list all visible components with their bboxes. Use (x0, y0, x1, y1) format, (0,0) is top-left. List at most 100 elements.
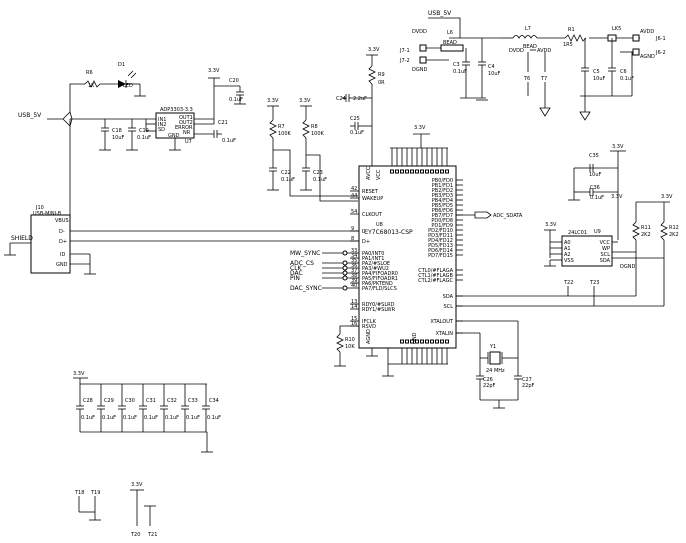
signal-label: MW_SYNC (290, 250, 320, 257)
net-3v3-decoup: 3.3V (73, 371, 85, 377)
bottom-testpoints: T18 T19 3.3V T20 T21 (74, 482, 157, 538)
cap-value: 0.1uF (186, 415, 200, 421)
u8-pin-name: RDY0/#SLRD (362, 302, 395, 308)
net-dvdd: DVDD (412, 29, 427, 35)
j7-1-pin (419, 44, 427, 52)
cap-ref: C28 (83, 398, 93, 404)
signal-label: PIN (290, 275, 300, 282)
pin-pad (435, 339, 439, 344)
j7-1-label: J7-1 (399, 48, 410, 54)
cap-ref: C33 (188, 398, 198, 404)
cap-ref: C30 (125, 398, 135, 404)
r11-ref: R11 (641, 225, 651, 231)
j10-pin-gnd: GND (56, 262, 68, 268)
u8-pin-name: PB3/FD3 (432, 193, 453, 199)
net-3v3-tp: 3.3V (131, 482, 143, 488)
l7-value: BEAD (523, 44, 537, 50)
net-3v3-r8: 3.3V (299, 98, 311, 104)
r7-ref: R7 (278, 124, 285, 130)
net-shield: SHIELD (11, 235, 33, 242)
u8-pin-name: PD0/FD8 (431, 218, 453, 224)
cap-value: 0.1uF (81, 415, 95, 421)
u8-pin-name: XTALOUT (430, 319, 454, 325)
signal-port (342, 275, 348, 281)
pin-pad (405, 169, 409, 174)
pin-pad (420, 339, 424, 344)
u8-pin-name: PD4/FD12 (428, 238, 453, 244)
u8-pin-name: WAKEUP (362, 196, 383, 202)
signal-port (342, 265, 348, 271)
c26-value: 22pF (483, 383, 496, 389)
u9-body (561, 235, 613, 267)
agnd-symbol-2 (579, 111, 591, 121)
c35-ref: C35 (589, 153, 599, 159)
u8-gnd-pins (400, 339, 449, 364)
u8-pin-name: PB1/FD1 (432, 183, 453, 189)
pin-pad (415, 169, 419, 174)
u8-pin-name: XTALIN (436, 331, 454, 337)
net-avdd-mid: AVDD (537, 48, 551, 54)
signal-label: ADC_CS (290, 260, 314, 267)
d1-led (118, 80, 126, 88)
c20-ref: C20 (229, 78, 239, 84)
c27-ref: C27 (522, 377, 532, 383)
cap-value: 0.1uF (123, 415, 137, 421)
u8-pin-name: PA1/INT1 (362, 256, 384, 262)
usb-connector: J10 USB-MINI-B VBUS D- D+ ID GND SHIELD (4, 205, 358, 275)
c36-ref: C36 (590, 185, 600, 191)
r12-resistor (660, 221, 668, 241)
u7-body (155, 112, 195, 139)
u8-body (358, 165, 457, 349)
power-input-section: USB_5V DVDD J7-1 J7-2 DGND L6 BEAD C3 0.… (399, 10, 666, 121)
c22-ref: C22 (281, 170, 291, 176)
signal-port (342, 285, 348, 291)
u7-pin-sd: SD (158, 127, 165, 133)
u8-pin-num: 54 (351, 209, 357, 215)
crystal-section: Y1 24 MHz C26 22pF C27 22pF (456, 320, 535, 409)
u8-pin-num: 34 (351, 253, 357, 259)
cap-value: 0.1uF (144, 415, 158, 421)
u8-pin-avcc: AVCC (366, 166, 372, 180)
u9-pin-name: VCC (600, 240, 611, 246)
u7-pin-nr: NR (183, 130, 191, 136)
r9-resistor (368, 65, 376, 85)
pin-pad (430, 339, 434, 344)
c6-ref: C6 (620, 69, 627, 75)
pin-pad (400, 169, 404, 174)
u8-pin-num: 42 (351, 186, 357, 192)
u9-pin-name: A0 (564, 240, 571, 246)
cap-ref: C31 (146, 398, 156, 404)
u9-part: 24LC01 (568, 230, 587, 236)
u8-pin-name: CLKOUT (362, 212, 383, 218)
u8-pin-agnd: AGND (366, 329, 372, 344)
u8-pin-name: SCL (444, 304, 454, 310)
u9-pin-name: A1 (564, 246, 571, 252)
agnd-symbol (539, 107, 551, 117)
y1-value: 24 MHz (486, 368, 505, 374)
eeprom-section: 3.3V C35 10uF C36 0.1uF 3.3V 24LC01 U9 A… (456, 144, 679, 307)
net-usb-5v-left: USB_5V (18, 112, 42, 119)
pin-pad (425, 169, 429, 174)
u8-pin-name: PA3/#WU2 (362, 266, 389, 272)
j10-body (30, 214, 71, 274)
r8-resistor (302, 119, 310, 139)
u8-pin-num: 35 (351, 258, 357, 264)
u8-right-pin-group: PB0/FD0PB1/FD1PB2/FD2PB3/FD3PB4/FD4PB5/F… (418, 178, 463, 337)
signal-port (342, 250, 348, 256)
pin-pad (420, 169, 424, 174)
j10-pin-vbus: VBUS (55, 218, 69, 224)
cap-ref: C34 (209, 398, 219, 404)
c4-value: 10uF (488, 71, 501, 77)
net-dgnd-top: DGND (412, 67, 427, 73)
pin-pad (435, 169, 439, 174)
net-usb-5v-top: USB_5V (428, 10, 452, 17)
net-adc-sdata: ADC_SDATA (493, 213, 523, 219)
u8-pin-vcc: VCC (376, 169, 382, 180)
pin-pad (390, 169, 394, 174)
j10-pin-dp: D+ (59, 239, 67, 245)
u8-pin-name: PD6/FD14 (428, 248, 453, 254)
u8-pin-num: 36 (351, 263, 357, 269)
u7-part: ADP3303-3.3 (160, 107, 193, 113)
